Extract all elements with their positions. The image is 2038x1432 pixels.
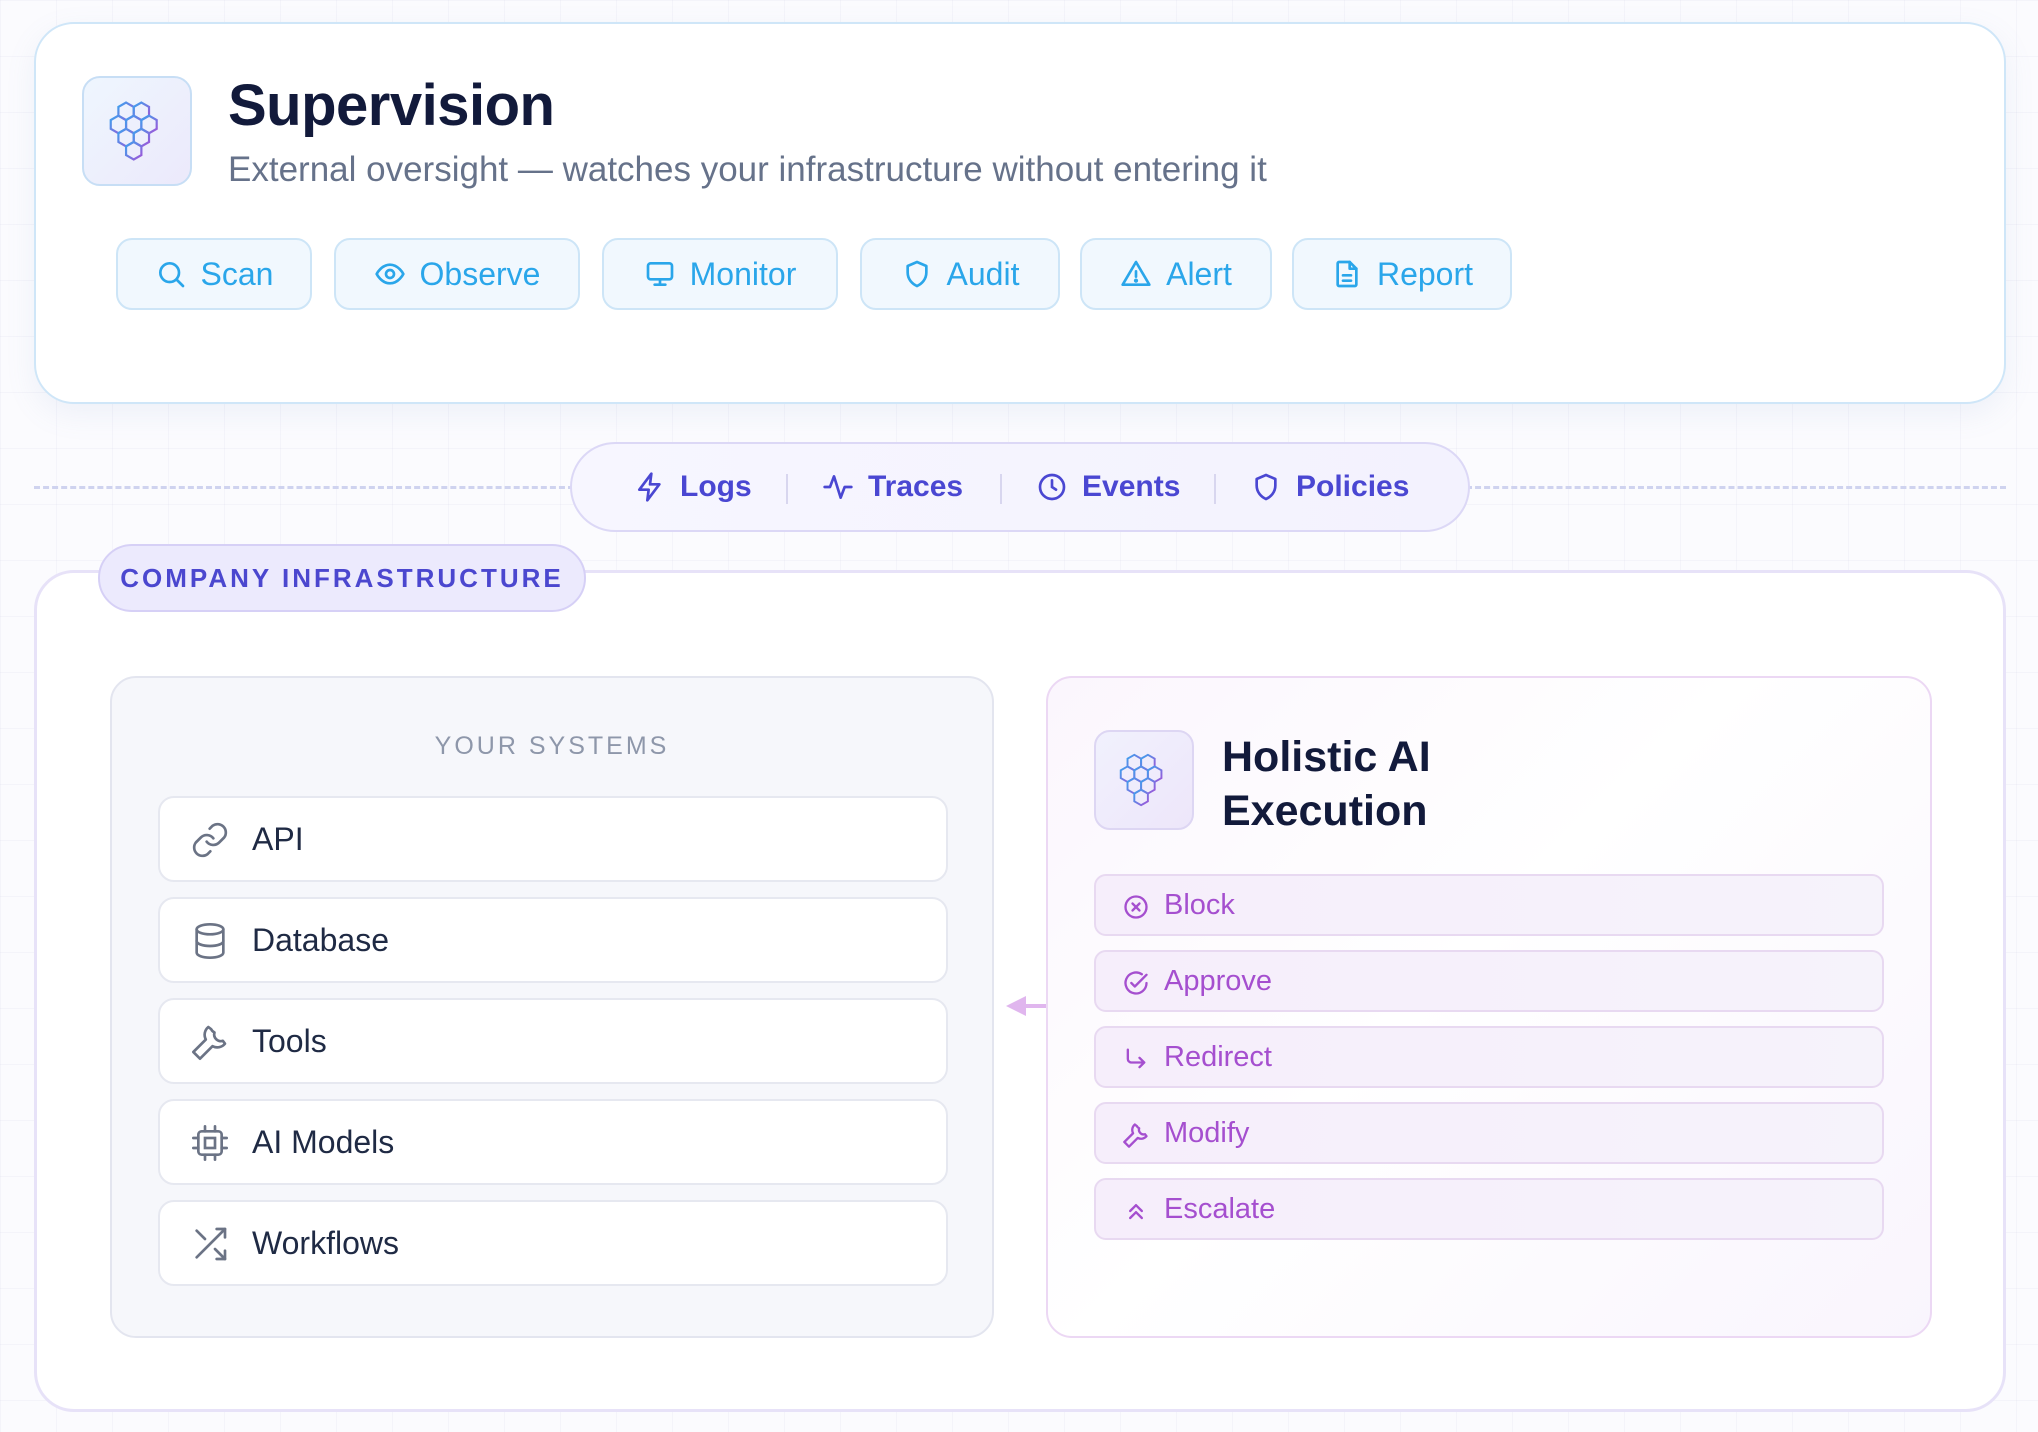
channels-pill: Logs Traces Events Policies: [570, 442, 1470, 532]
monitor-button[interactable]: Monitor: [602, 238, 838, 310]
action-block[interactable]: Block: [1094, 874, 1884, 936]
activity-icon: [823, 475, 853, 499]
action-label: Escalate: [1164, 1192, 1276, 1225]
channel-policies-label: Policies: [1296, 470, 1410, 503]
check-circle-icon: [1124, 971, 1148, 995]
hexagon-cluster-icon: [1119, 753, 1163, 807]
chevrons-up-icon: [1129, 1204, 1143, 1220]
hexagon-cluster-icon: [109, 101, 158, 161]
x-circle-icon: [1124, 895, 1148, 919]
observe-button[interactable]: Observe: [334, 238, 580, 310]
action-label: Redirect: [1164, 1040, 1272, 1073]
divider-right: [1466, 486, 2006, 489]
channel-traces-label: Traces: [868, 470, 964, 503]
channel-events[interactable]: Events: [1036, 444, 1180, 530]
audit-button[interactable]: Audit: [860, 238, 1060, 310]
database-icon: [195, 923, 225, 960]
report-label: Report: [1376, 255, 1474, 292]
alert-label: Alert: [1166, 255, 1232, 292]
arrow-left-icon: [1006, 996, 1052, 1016]
scan-button[interactable]: Scan: [116, 238, 312, 310]
channel-separator: [1214, 474, 1216, 504]
supervision-title: Supervision: [228, 73, 555, 138]
action-label: Modify: [1164, 1116, 1250, 1149]
system-item-label: Tools: [252, 1022, 327, 1059]
clock-icon: [1038, 473, 1066, 501]
cpu-icon: [192, 1125, 229, 1161]
system-item-tools[interactable]: Tools: [158, 998, 948, 1084]
action-label: Block: [1164, 888, 1235, 921]
action-redirect[interactable]: Redirect: [1094, 1026, 1884, 1088]
channel-separator: [1000, 474, 1002, 504]
execution-logo: [1094, 730, 1194, 830]
channel-policies[interactable]: Policies: [1250, 444, 1409, 530]
wrench-icon: [1123, 1123, 1148, 1148]
channel-events-label: Events: [1082, 470, 1181, 503]
action-approve[interactable]: Approve: [1094, 950, 1884, 1012]
supervision-card: [34, 22, 2006, 404]
audit-label: Audit: [946, 255, 1020, 292]
execution-title: Holistic AI Execution: [1222, 733, 1431, 835]
search-icon: [158, 262, 184, 288]
channel-traces[interactable]: Traces: [822, 444, 963, 530]
channel-logs[interactable]: Logs: [634, 444, 752, 530]
shield-icon: [1255, 473, 1277, 501]
warning-icon: [1121, 260, 1151, 286]
observe-label: Observe: [419, 255, 541, 292]
system-item-ai-models[interactable]: AI Models: [158, 1099, 948, 1185]
eye-icon: [374, 263, 405, 285]
company-infrastructure-tag: COMPANY INFRASTRUCTURE: [98, 544, 586, 612]
system-item-label: Database: [252, 921, 389, 958]
shield-icon: [905, 260, 928, 288]
system-item-label: Workflows: [252, 1224, 399, 1261]
action-escalate[interactable]: Escalate: [1094, 1178, 1884, 1240]
supervision-logo: [82, 76, 192, 186]
action-modify[interactable]: Modify: [1094, 1102, 1884, 1164]
report-button[interactable]: Report: [1292, 238, 1512, 310]
system-item-workflows[interactable]: Workflows: [158, 1200, 948, 1286]
link-icon: [192, 822, 228, 858]
system-item-database[interactable]: Database: [158, 897, 948, 983]
divider-left: [34, 486, 574, 489]
monitor-label: Monitor: [689, 255, 797, 292]
supervision-subtitle: External oversight — watches your infras…: [228, 150, 1267, 189]
your-systems-panel: YOUR SYSTEMS API Database Tools AI Model…: [110, 676, 994, 1338]
action-label: Approve: [1164, 964, 1273, 997]
lightning-icon: [638, 472, 661, 502]
monitor-icon: [646, 262, 673, 286]
channel-logs-label: Logs: [680, 470, 752, 503]
your-systems-title: YOUR SYSTEMS: [434, 732, 670, 760]
system-item-label: API: [252, 820, 304, 857]
holistic-ai-execution-panel: Holistic AI Execution Block Approve Redi…: [1046, 676, 1932, 1338]
channel-separator: [786, 474, 788, 504]
scan-label: Scan: [200, 255, 274, 292]
system-item-label: AI Models: [252, 1123, 395, 1160]
alert-button[interactable]: Alert: [1080, 238, 1272, 310]
system-item-api[interactable]: API: [158, 796, 948, 882]
shuffle-icon: [195, 1227, 227, 1261]
wrench-icon: [192, 1025, 227, 1060]
document-icon: [1336, 260, 1358, 288]
corner-down-right-icon: [1126, 1048, 1146, 1069]
